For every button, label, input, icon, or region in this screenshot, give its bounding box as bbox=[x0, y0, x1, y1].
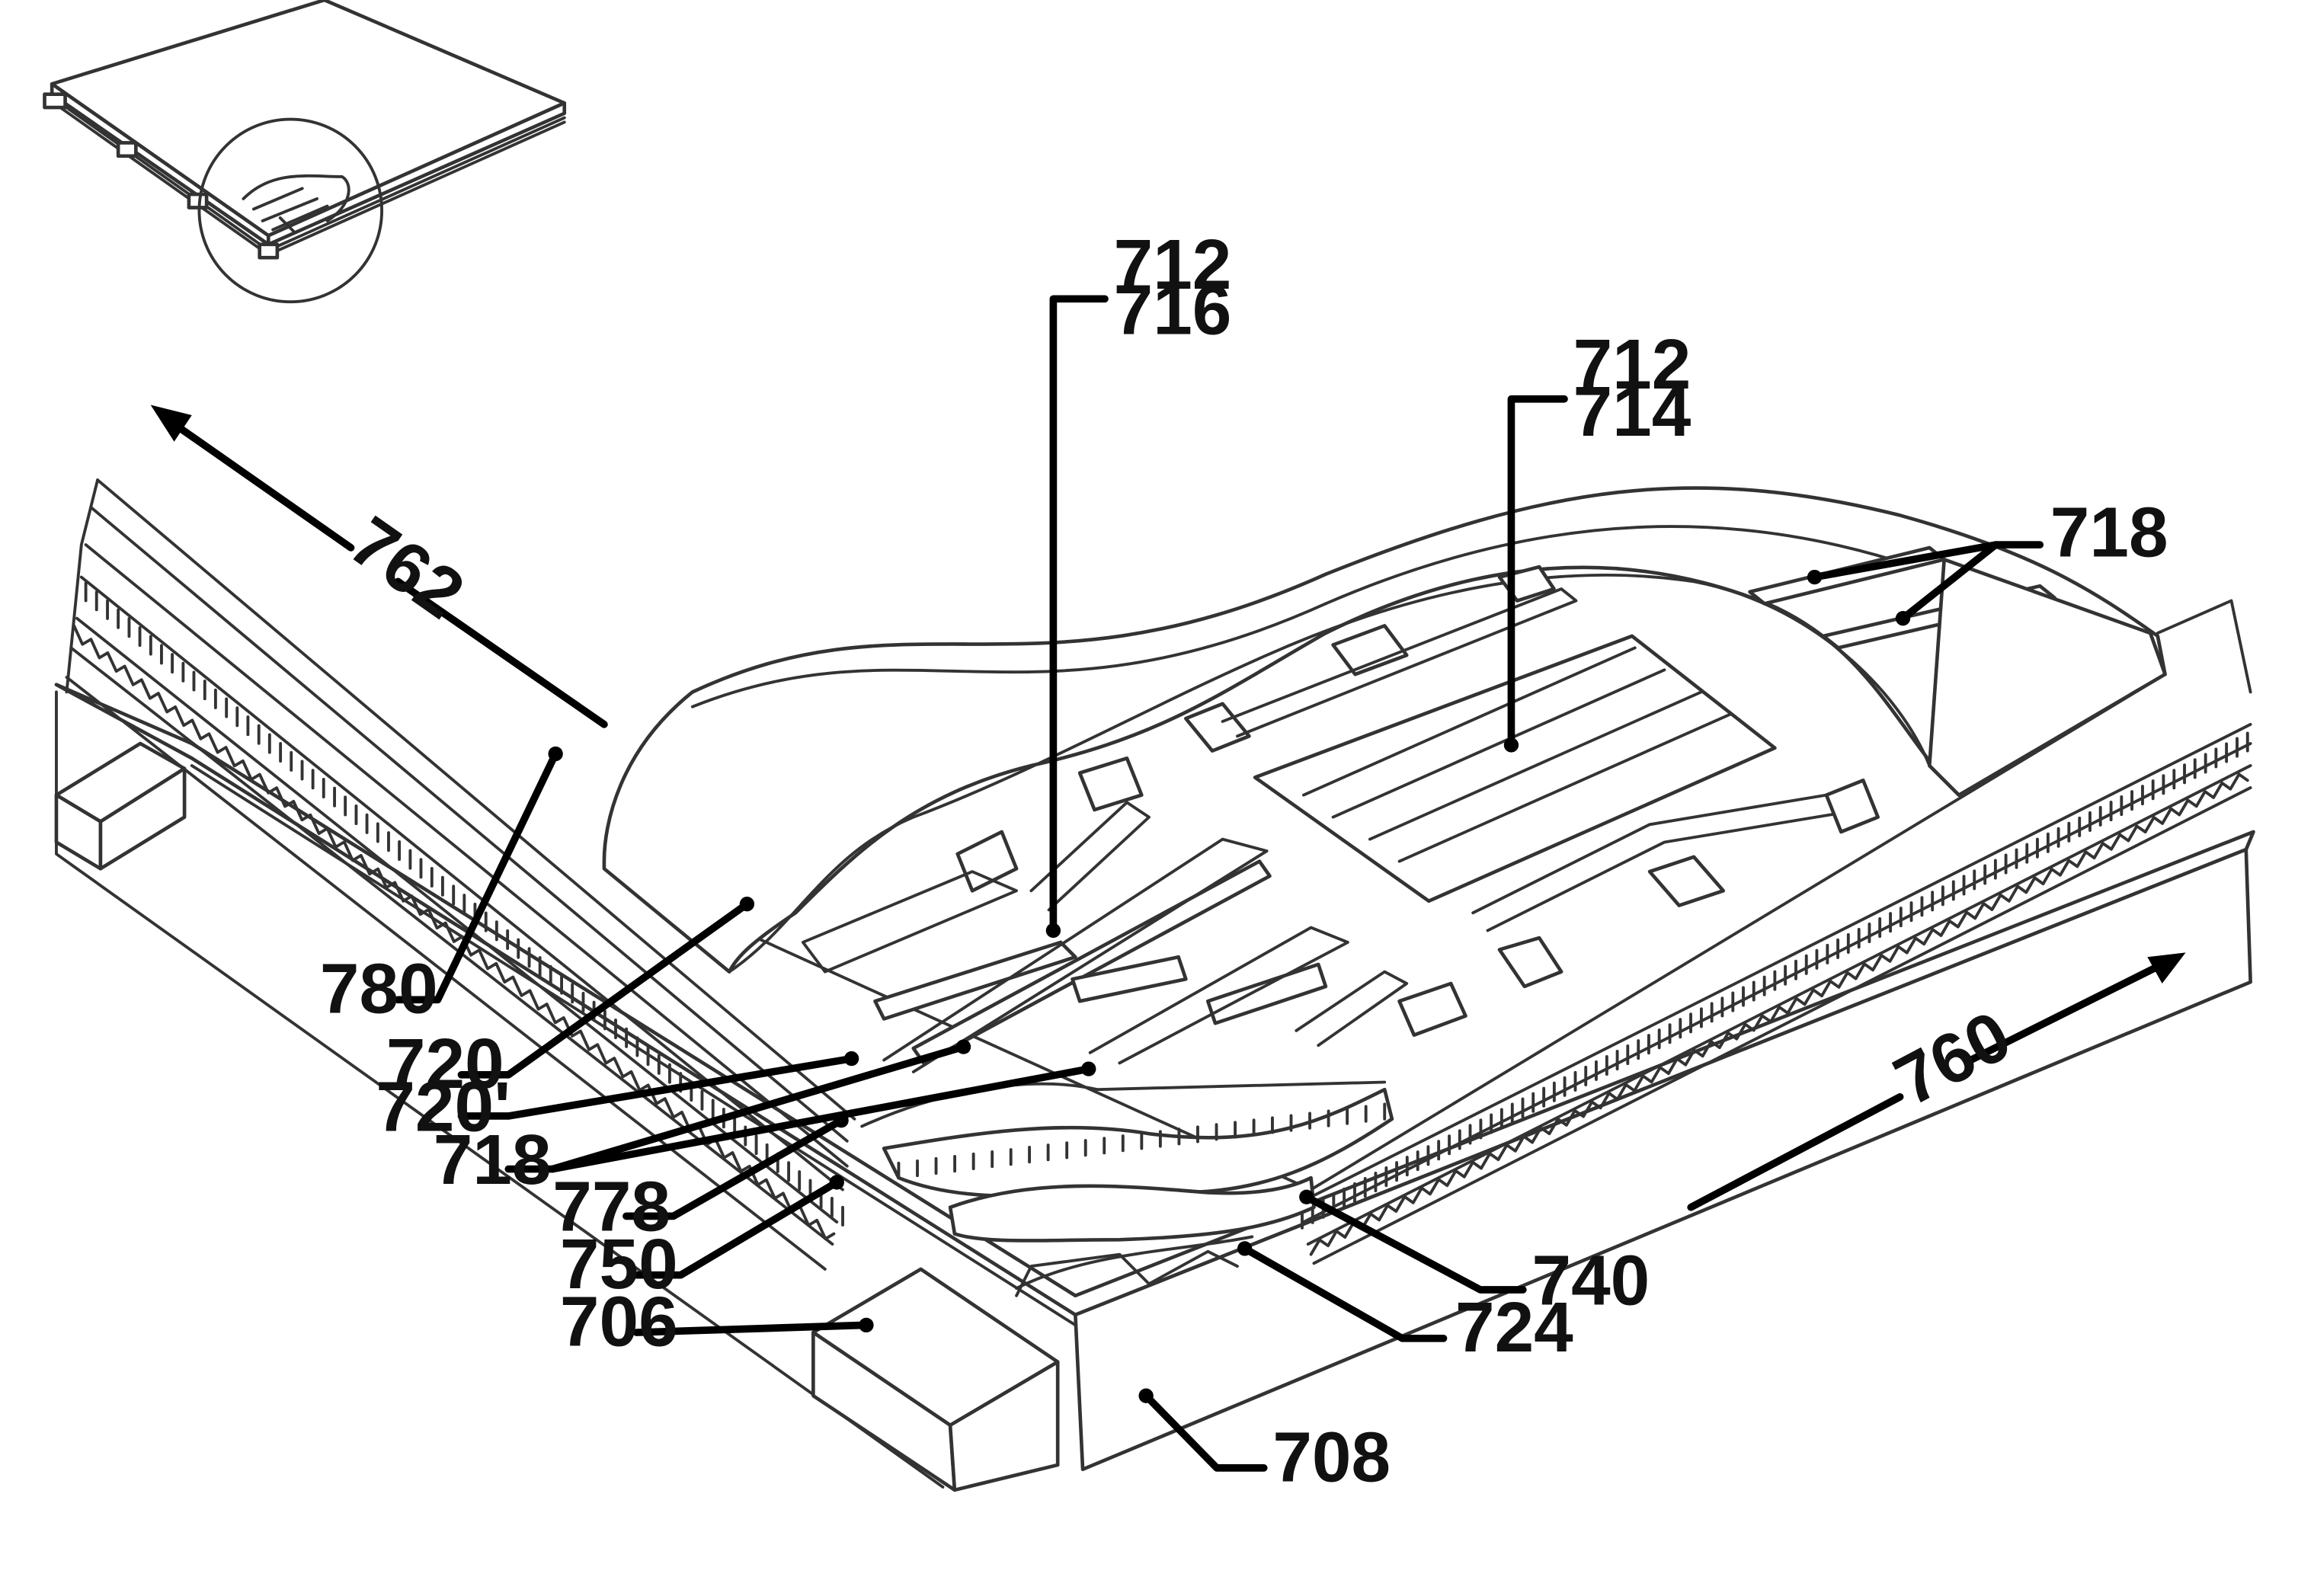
label-718-left: 718 bbox=[434, 1120, 552, 1199]
label-708: 708 bbox=[1272, 1417, 1391, 1496]
label-780: 780 bbox=[320, 949, 438, 1028]
label-724: 724 bbox=[1455, 1287, 1573, 1367]
foot-706-front bbox=[813, 1269, 1058, 1490]
label-706: 706 bbox=[560, 1281, 678, 1361]
label-762: 762 bbox=[336, 501, 478, 634]
inset-overview bbox=[45, 0, 565, 302]
label-714: 714 bbox=[1573, 372, 1691, 451]
label-718-top: 718 bbox=[2050, 493, 2168, 572]
arrow-762: 762 bbox=[151, 405, 604, 724]
traces-718-top bbox=[1750, 548, 2165, 795]
foot-back-left bbox=[56, 744, 184, 868]
label-716: 716 bbox=[1114, 270, 1232, 350]
